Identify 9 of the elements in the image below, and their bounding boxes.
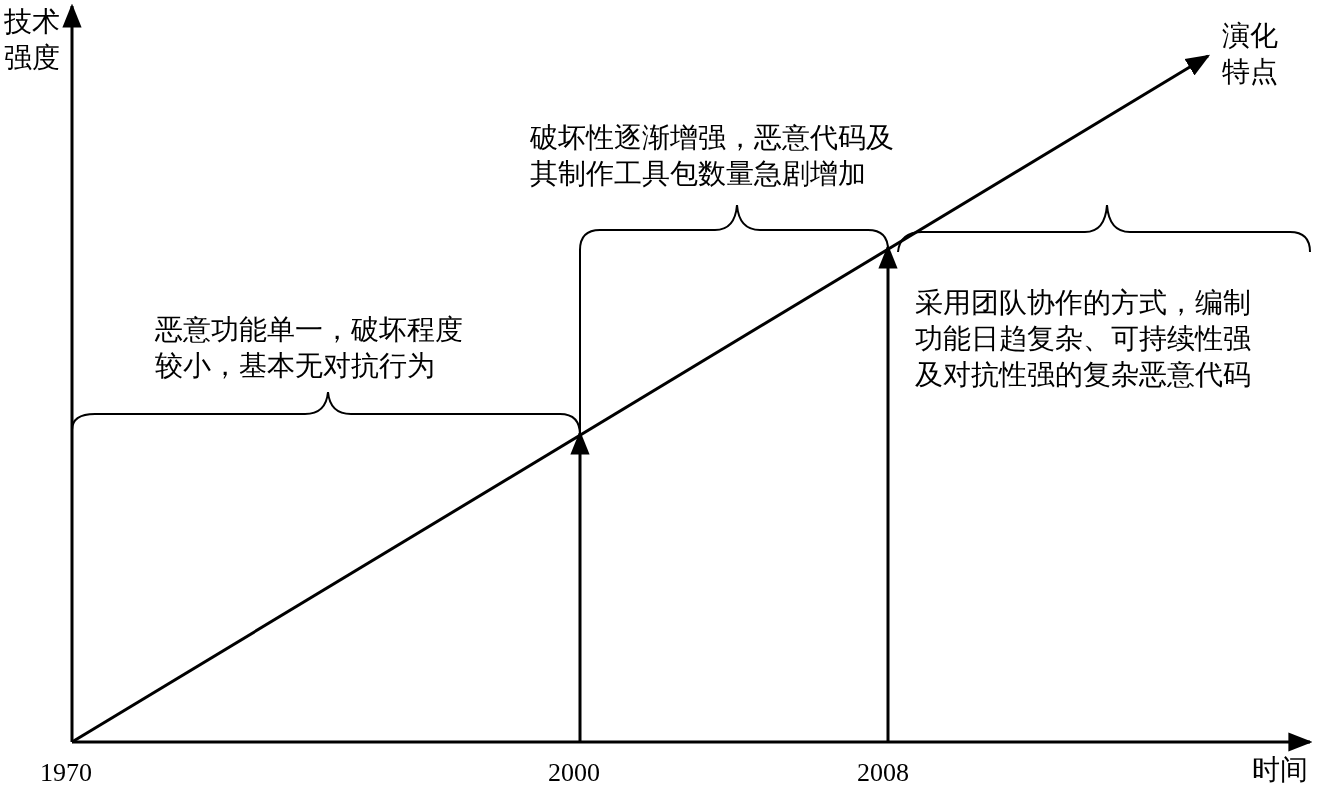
- year-label: 2000: [548, 757, 600, 786]
- year-label: 1970: [40, 757, 92, 786]
- axis-label: 技术强度: [4, 4, 61, 76]
- annotation-text: 恶意功能单一，破坏程度较小，基本无对抗行为: [155, 312, 464, 384]
- axis-label: 演化特点: [1222, 18, 1279, 90]
- axis-label: 时间: [1252, 752, 1308, 786]
- annotation-text: 采用团队协作的方式，编制功能日趋复杂、可持续性强及对抗性强的复杂恶意代码: [915, 285, 1252, 393]
- annotation-text: 破坏性逐渐增强，恶意代码及其制作工具包数量急剧增加: [530, 120, 895, 192]
- year-label: 2008: [857, 757, 909, 786]
